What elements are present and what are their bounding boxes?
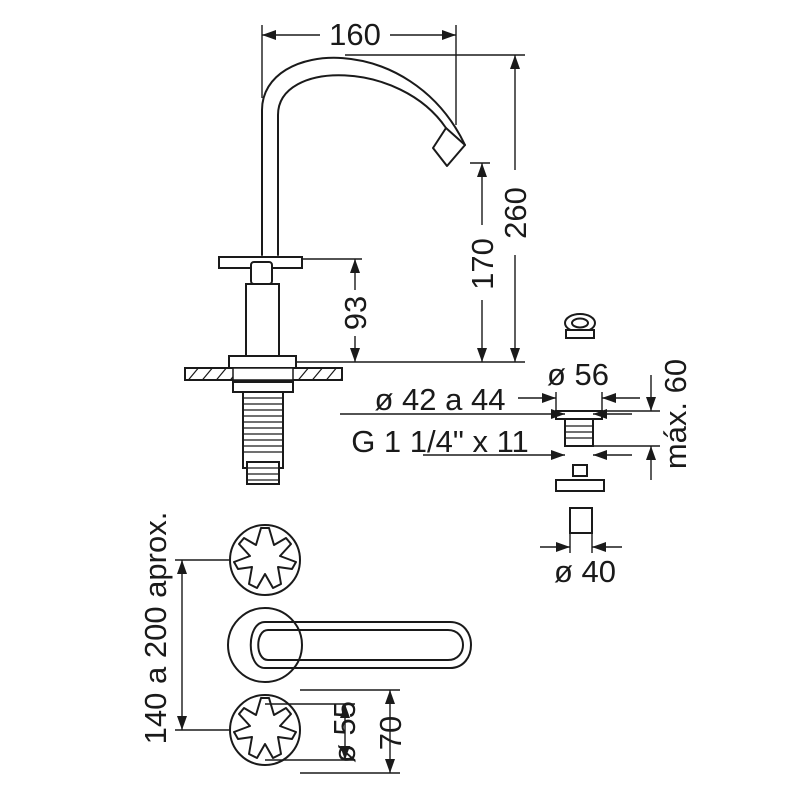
- dim-o42-44-label: ø 42 a 44: [375, 382, 506, 417]
- top-spout: [227, 607, 472, 683]
- spout-inner: [277, 74, 447, 256]
- threaded-shank: [242, 391, 284, 485]
- lower-nut: [232, 381, 294, 393]
- dim-handle-height: 93: [302, 258, 373, 362]
- dim-140-200-label: 140 a 200 aprox.: [138, 512, 173, 745]
- dim-thread-label: G 1 1/4" x 11: [351, 424, 529, 459]
- faucet-side-view: [184, 56, 466, 485]
- dim-max60-label: máx. 60: [658, 359, 693, 469]
- dim-thread-spec: G 1 1/4" x 11: [351, 424, 632, 460]
- dim-o40-label: ø 40: [554, 554, 616, 589]
- dim-70-label: 70: [373, 716, 408, 750]
- dim-rosette-large: 70: [300, 689, 408, 774]
- upper-plate: [228, 355, 297, 369]
- dim-hole-diameter: ø 42 a 44: [340, 382, 632, 419]
- drain-assembly: [555, 313, 605, 534]
- dim-93-label: 93: [338, 296, 373, 330]
- body-column: [245, 283, 280, 359]
- dim-max-depth: máx. 60: [593, 359, 693, 480]
- countertop-section: [184, 367, 343, 381]
- dim-260-label: 260: [498, 187, 533, 239]
- dim-o56-label: ø 56: [547, 357, 609, 392]
- top-handle-lower: [229, 694, 301, 766]
- spout-outer: [261, 56, 466, 256]
- dim-o55-label: ø 55: [327, 701, 362, 763]
- drain-flange: [555, 410, 603, 420]
- dim-spout-reach: 160: [261, 17, 457, 125]
- dim-drain-base-diameter: ø 40: [540, 533, 622, 589]
- dim-160-label: 160: [329, 17, 381, 52]
- dim-rosette-small: ø 55: [265, 701, 362, 763]
- dim-handle-spacing: 140 a 200 aprox.: [138, 512, 230, 745]
- dim-drain-diameter: ø 56: [518, 357, 640, 411]
- drain-nut: [555, 479, 605, 492]
- dim-spout-height: 170: [465, 162, 500, 362]
- handle-cap: [250, 261, 273, 285]
- spout-tip: [432, 127, 466, 167]
- top-handle-upper: [229, 524, 301, 596]
- faucet-top-view: [227, 524, 472, 766]
- drain-tailpiece: [569, 507, 593, 534]
- dim-total-height: 260: [345, 54, 533, 362]
- dim-170-label: 170: [465, 238, 500, 290]
- drain-washer: [572, 464, 588, 477]
